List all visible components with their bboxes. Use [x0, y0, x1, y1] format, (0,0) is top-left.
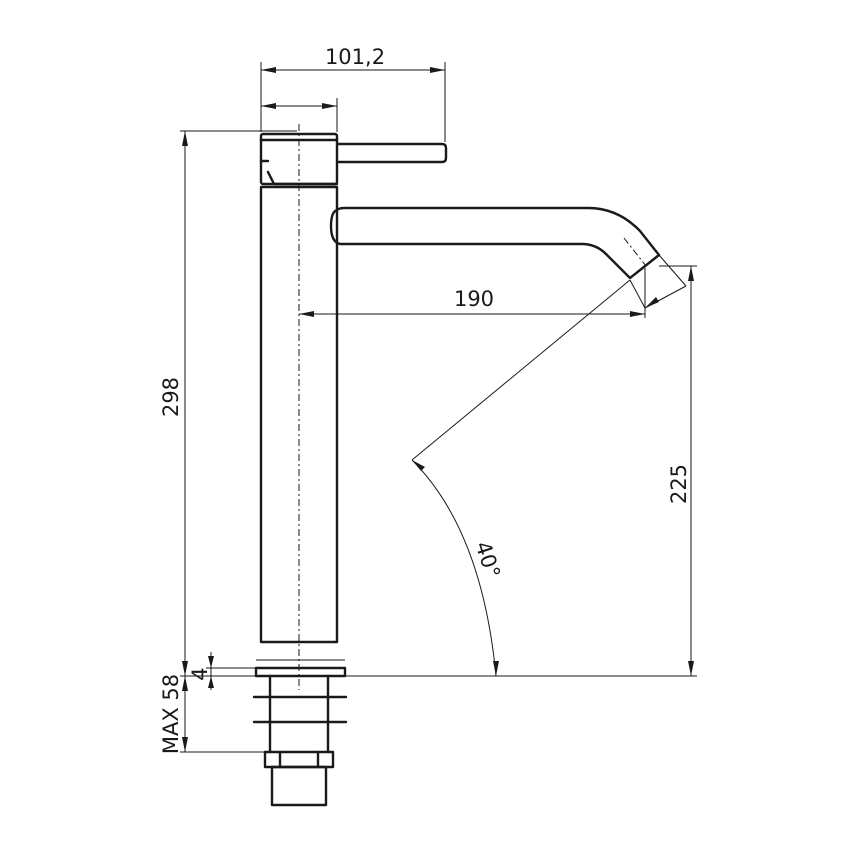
dimension-spout-reach: [299, 268, 646, 318]
label-top-width: 101,2: [325, 45, 385, 69]
dimension-base-thickness: [206, 652, 256, 690]
label-total-height: 298: [159, 377, 183, 417]
label-spout-reach: 190: [454, 287, 494, 311]
label-max-deck: MAX 58: [159, 674, 183, 754]
lock-nut: [263, 750, 335, 769]
lever-handle: [336, 142, 448, 164]
faucet-outline: [252, 132, 661, 807]
cap-transition: [266, 170, 339, 186]
dimension-total-height: [180, 130, 297, 677]
label-spout-angle: 40°: [470, 538, 504, 581]
dimension-outlet: [644, 254, 687, 309]
dimension-max-deck: [180, 676, 265, 753]
bottom-connector: [270, 765, 328, 807]
spout: [329, 206, 661, 280]
label-base-thickness: 4: [188, 667, 212, 680]
dimension-spout-height: [659, 265, 697, 676]
dimension-top-width: [260, 62, 446, 142]
base-ring: [254, 666, 347, 678]
label-spout-height: 225: [667, 464, 691, 504]
dimension-spout-angle: [411, 279, 631, 677]
